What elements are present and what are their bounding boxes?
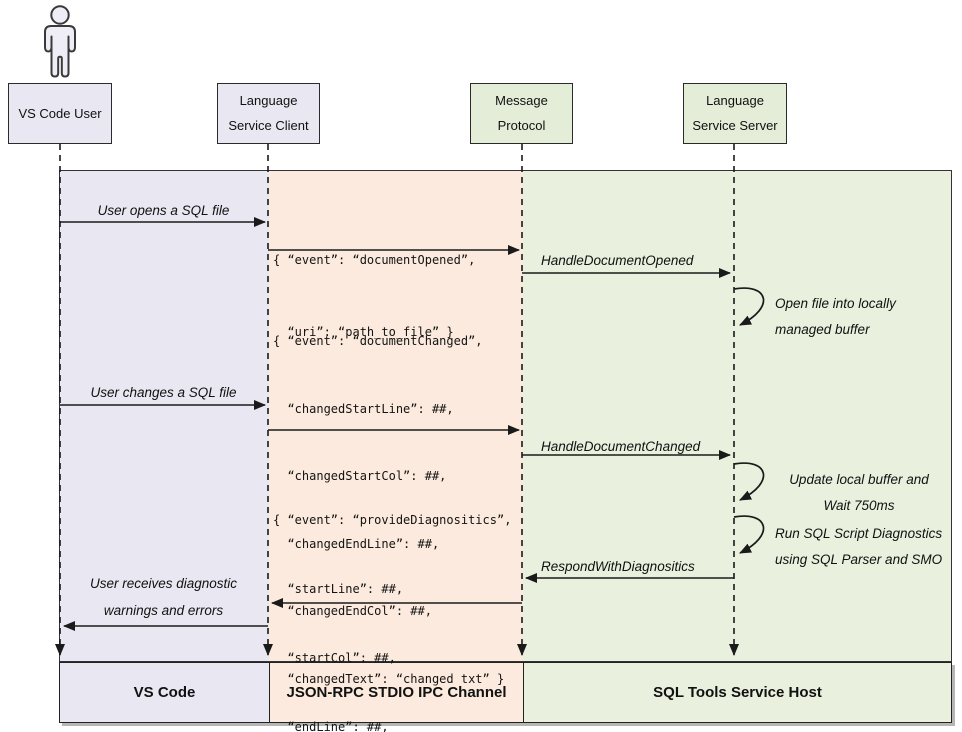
payload-line: { “event”: “documentChanged”,: [273, 334, 483, 348]
payload-line: { “event”: “provideDiagnositics”,: [273, 513, 512, 527]
note-run-sql-diagnostics: Run SQL Script Diagnostics using SQL Par…: [775, 521, 942, 573]
payload-document-opened: { “event”: “documentOpened”, “uri”: “pat…: [268, 200, 475, 392]
payload-line: “uri”: “path_to_file” }: [273, 325, 454, 339]
payload-line: “endLine”: ##,: [273, 720, 389, 732]
payload-line: “changedStartLine”: ##,: [273, 401, 454, 416]
band-ipc-channel: [269, 171, 523, 661]
actor-label-line: Protocol: [497, 117, 546, 133]
payload-line: “startLine”: ##,: [273, 582, 404, 596]
footer-vs-code: VS Code: [60, 663, 269, 722]
footer-json-rpc-channel: JSON-RPC STDIO IPC Channel: [269, 663, 523, 722]
payload-provide-diagnostics: { “event”: “provideDiagnositics”, “start…: [268, 463, 511, 732]
note-line: Wait 750ms: [823, 498, 895, 513]
note-open-file-into-buffer: Open file into locally managed buffer: [775, 291, 896, 343]
band-vs-code: [60, 171, 269, 661]
message-label-respond-with-diagnostics: RespondWithDiagnositics: [541, 559, 695, 574]
footer-label: VS Code: [133, 684, 196, 701]
actor-box-vs-code-user: VS Code User: [8, 83, 112, 144]
note-line: managed buffer: [775, 322, 870, 337]
note-update-buffer-wait: Update local buffer and Wait 750ms: [775, 467, 943, 519]
actor-box-language-service-server: Language Service Server: [683, 83, 787, 144]
payload-document-changed: { “event”: “documentChanged”, “changedSt…: [268, 285, 504, 732]
note-line: Open file into locally: [775, 296, 896, 311]
payload-line: “changedEndLine”: ##,: [273, 536, 440, 551]
actor-label-line: Service Server: [692, 117, 778, 133]
message-label-handle-document-changed: HandleDocumentChanged: [541, 439, 701, 454]
footer-sql-tools-service-host: SQL Tools Service Host: [523, 663, 951, 722]
note-line: Update local buffer and: [789, 472, 929, 487]
message-label-handle-document-opened: HandleDocumentOpened: [541, 253, 694, 268]
payload-line: { “event”: “documentOpened”,: [273, 253, 476, 267]
actor-label-line: Language: [239, 93, 298, 109]
actor-label-line: Message: [495, 93, 548, 109]
swimlane-bands: [59, 170, 952, 662]
payload-line: “changedText”: “changed txt” }: [273, 671, 505, 686]
footer-lanes: VS Code JSON-RPC STDIO IPC Channel SQL T…: [59, 662, 952, 723]
message-label-user-receives: User receives diagnostic warnings and er…: [59, 570, 268, 624]
actor-label: VS Code User: [18, 105, 102, 121]
payload-line: “changedEndCol”: ##,: [273, 604, 432, 618]
actor-label-line: Language: [706, 93, 764, 109]
payload-line: “changedStartCol”: ##,: [273, 469, 447, 483]
footer-label: JSON-RPC STDIO IPC Channel: [286, 684, 507, 701]
actor-box-language-service-client: Language Service Client: [217, 83, 320, 144]
message-label-line: warnings and errors: [103, 603, 224, 618]
actor-label-line: Service Client: [228, 117, 309, 133]
message-label-line: User receives diagnostic: [89, 576, 238, 591]
actor-box-message-protocol: Message Protocol: [470, 83, 573, 144]
note-line: using SQL Parser and SMO: [775, 552, 943, 567]
footer-label: SQL Tools Service Host: [653, 684, 822, 701]
user-actor-icon: [44, 5, 76, 78]
message-label-user-opens: User opens a SQL file: [97, 203, 230, 218]
note-line: Run SQL Script Diagnostics: [775, 526, 943, 541]
payload-line: “startCol”: ##,: [273, 651, 396, 665]
band-service-host: [523, 171, 951, 661]
message-label-user-changes: User changes a SQL file: [90, 385, 237, 400]
